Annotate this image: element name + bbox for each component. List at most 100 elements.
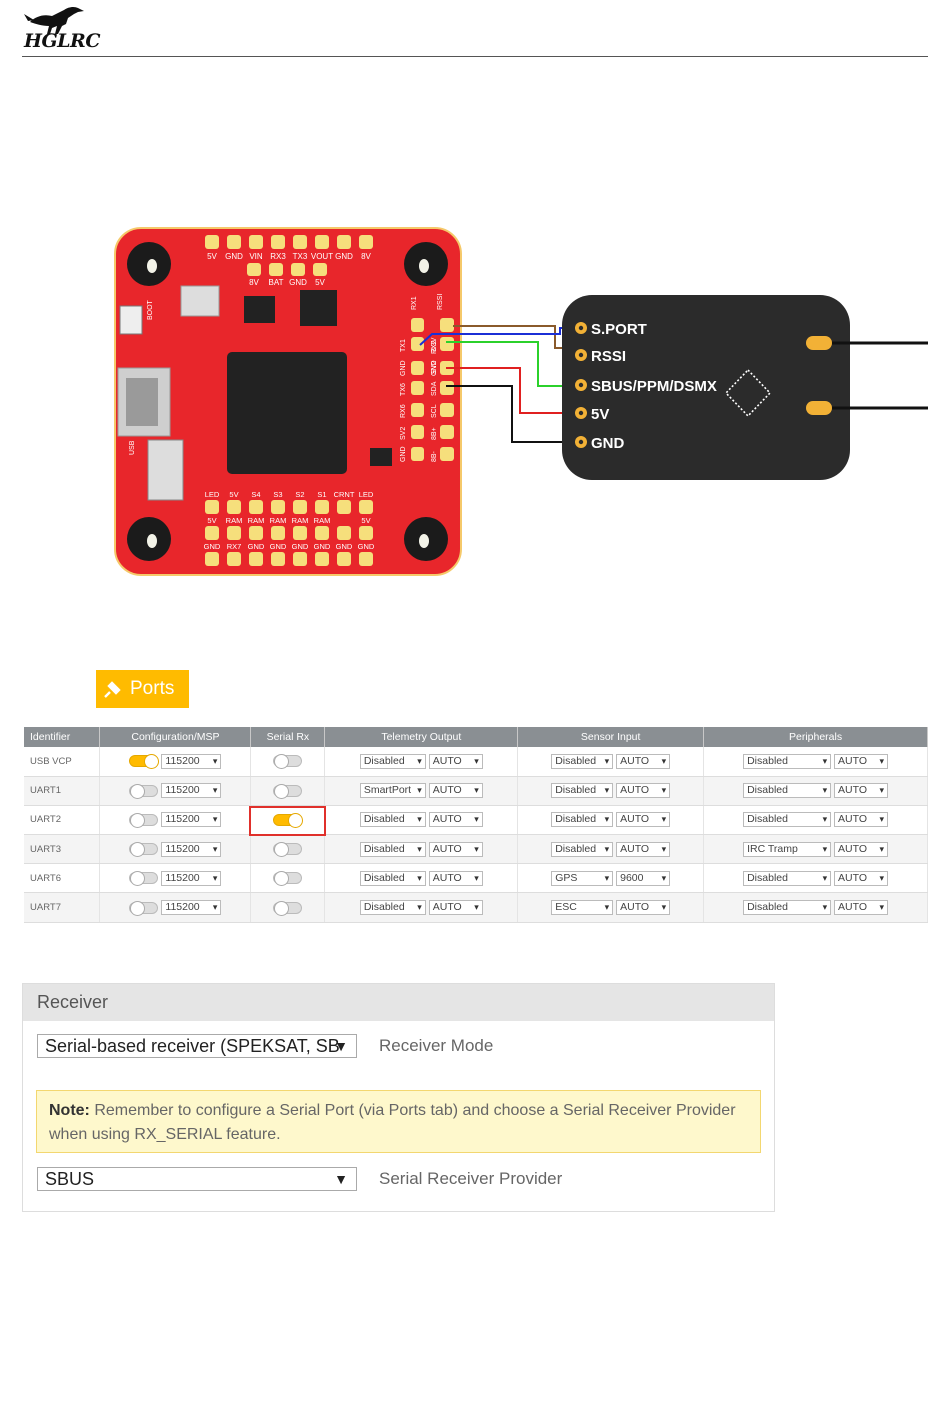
table-row: USB VCP 115200Disabled AUTODisabled AUTO… <box>24 747 928 777</box>
receiver-mode-select[interactable]: Serial-based receiver (SPEKSAT, SBUS, SU… <box>37 1034 357 1058</box>
pad <box>440 337 454 351</box>
pad <box>293 552 307 566</box>
peripherals-baud-select[interactable]: AUTO <box>834 900 889 916</box>
msp-toggle[interactable] <box>129 871 159 887</box>
telemetry-select[interactable]: Disabled <box>359 753 426 769</box>
telemetry-baud-select[interactable]: AUTO <box>428 783 483 799</box>
pad-label: SV2 <box>431 361 438 374</box>
pad-label: CRNT <box>334 490 355 499</box>
pad-label: RAM <box>314 516 331 525</box>
note-text: Remember to configure a Serial Port (via… <box>49 1102 736 1143</box>
pad <box>337 500 351 514</box>
telemetry-select[interactable]: Disabled <box>359 870 426 886</box>
peripherals-select[interactable]: Disabled <box>743 783 832 799</box>
msp-toggle[interactable] <box>129 900 159 916</box>
pad <box>440 425 454 439</box>
telemetry-select[interactable]: Disabled <box>359 812 426 828</box>
pad-label: 5V <box>315 278 325 287</box>
telemetry-baud-select[interactable]: AUTO <box>428 841 483 857</box>
sensor-select[interactable]: ESC <box>551 900 614 916</box>
sensor-select[interactable]: Disabled <box>551 812 614 828</box>
receiver-mode-value: Serial-based receiver (SPEKSAT, SBUS, SU… <box>45 1036 339 1056</box>
sensor-baud-select[interactable]: AUTO <box>616 900 671 916</box>
receiver-provider-select[interactable]: SBUS ▼ <box>37 1167 357 1191</box>
pad <box>293 235 307 249</box>
note-bold: Note: <box>49 1102 90 1119</box>
pad-label: GND <box>358 542 375 551</box>
peripherals-baud-select[interactable]: AUTO <box>834 753 889 769</box>
msp-baud-select[interactable]: 115200 <box>161 812 222 828</box>
peripherals-baud-select[interactable]: AUTO <box>834 841 889 857</box>
serial-rx-toggle[interactable] <box>273 842 303 858</box>
table-row: UART7 115200Disabled AUTOESC AUTODisable… <box>24 892 928 923</box>
msp-toggle[interactable] <box>129 812 159 828</box>
peripherals-baud-select[interactable]: AUTO <box>834 870 889 886</box>
peripherals-baud-select[interactable]: AUTO <box>834 812 889 828</box>
serial-rx-toggle[interactable] <box>273 900 303 916</box>
telemetry-baud-select[interactable]: AUTO <box>428 870 483 886</box>
peripherals-select[interactable]: Disabled <box>743 870 832 886</box>
rx-pin-hole <box>578 352 584 358</box>
sensor-baud-select[interactable]: AUTO <box>616 841 671 857</box>
pad <box>227 552 241 566</box>
pad-label: SV2 <box>400 427 407 440</box>
sensor-baud-select[interactable]: AUTO <box>616 753 671 769</box>
telemetry-select[interactable]: SmartPort <box>359 783 426 799</box>
peripherals-select[interactable]: Disabled <box>743 812 832 828</box>
pad-label: VOUT <box>311 252 333 261</box>
pad <box>411 447 424 461</box>
pad-label: GND <box>314 542 331 551</box>
pad-label: 8V <box>361 252 371 261</box>
pad <box>291 263 305 276</box>
pad-label: GND <box>400 360 407 376</box>
pad <box>227 235 241 249</box>
serial-rx-toggle[interactable] <box>273 754 303 770</box>
sensor-select[interactable]: GPS <box>551 870 614 886</box>
peripherals-select[interactable]: Disabled <box>743 900 832 916</box>
msp-baud-select[interactable]: 115200 <box>161 900 222 916</box>
pad <box>205 552 219 566</box>
column-header: Telemetry Output <box>324 727 519 747</box>
sensor-baud-select[interactable]: 9600 <box>616 870 671 886</box>
sensor-baud-select[interactable]: AUTO <box>616 812 671 828</box>
peripherals-select[interactable]: Disabled <box>743 753 832 769</box>
pad <box>411 337 424 351</box>
telemetry-select[interactable]: Disabled <box>359 900 426 916</box>
pad <box>440 447 454 461</box>
telemetry-baud-select[interactable]: AUTO <box>428 753 483 769</box>
sensor-select[interactable]: Disabled <box>551 841 614 857</box>
peripherals-select[interactable]: IRC Tramp <box>743 841 832 857</box>
pad <box>337 552 351 566</box>
pad-label: LED <box>359 490 374 499</box>
msp-toggle[interactable] <box>129 783 159 799</box>
msp-baud-select[interactable]: 115200 <box>161 841 222 857</box>
msp-toggle[interactable] <box>129 754 160 770</box>
pad <box>249 235 263 249</box>
msp-baud-select[interactable]: 115200 <box>161 753 222 769</box>
pad <box>227 526 241 540</box>
serial-rx-toggle[interactable] <box>273 783 303 799</box>
pad-label: S1 <box>317 490 326 499</box>
pad-label: GND <box>400 446 407 462</box>
sensor-select[interactable]: Disabled <box>551 783 614 799</box>
pad-label: GND <box>289 278 307 287</box>
telemetry-select[interactable]: Disabled <box>359 841 426 857</box>
telemetry-baud-select[interactable]: AUTO <box>428 812 483 828</box>
telemetry-baud-select[interactable]: AUTO <box>428 900 483 916</box>
port-identifier: UART7 <box>24 892 101 923</box>
pad-label: RAM <box>270 516 287 525</box>
msp-toggle[interactable] <box>129 842 159 858</box>
ports-tab[interactable]: Ports <box>96 670 189 708</box>
peripherals-baud-select[interactable]: AUTO <box>834 783 889 799</box>
msp-baud-select[interactable]: 115200 <box>161 783 222 799</box>
serial-rx-toggle[interactable] <box>273 871 303 887</box>
sensor-baud-select[interactable]: AUTO <box>616 783 671 799</box>
pad-label: SDA <box>431 381 438 396</box>
rx-pin-label: GND <box>591 435 625 452</box>
sensor-select[interactable]: Disabled <box>551 753 614 769</box>
pad-label: 5V <box>361 516 370 525</box>
serial-rx-toggle[interactable] <box>273 813 304 829</box>
msp-baud-select[interactable]: 115200 <box>161 870 222 886</box>
rx-pin-label: 5V <box>591 406 609 423</box>
